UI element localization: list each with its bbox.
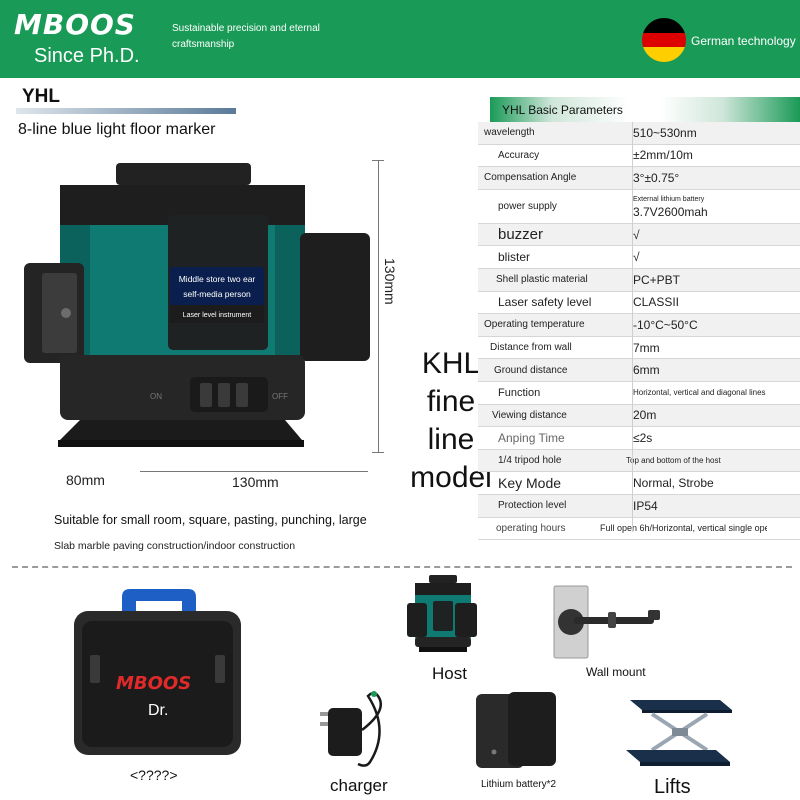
case-dr-text: Dr. xyxy=(148,702,169,719)
lifts-image xyxy=(626,700,732,766)
table-row: Operating temperature-10°C~50°C xyxy=(478,314,800,337)
table-row: power supply External lithium battery 3.… xyxy=(478,190,800,224)
slab-text: Slab marble paving construction/indoor c… xyxy=(54,540,296,552)
sticker-line1: Middle store two ear xyxy=(179,274,256,284)
sticker-line3: Laser level instrument xyxy=(183,312,252,319)
battery-label: Lithium battery*2 xyxy=(481,779,557,790)
table-row: Anping Time≤2s xyxy=(478,427,800,450)
brand-logo: MBOOS xyxy=(14,8,136,41)
battery-image xyxy=(476,692,556,768)
host-label: Host xyxy=(432,664,467,683)
model-code: YHL xyxy=(22,86,60,107)
switch-off-label: OFF xyxy=(272,392,288,401)
case-label: <????> xyxy=(130,767,178,783)
model-big-text: KHL fine line model xyxy=(410,347,492,494)
height-dimension-line xyxy=(378,160,379,452)
table-row: Accuracy±2mm/10m xyxy=(478,145,800,168)
table-row: blister√ xyxy=(478,246,800,269)
depth-dimension-label: 80mm xyxy=(66,472,105,488)
case-brand-logo: MBOOS xyxy=(116,673,192,694)
product-subtitle: 8-line blue light floor marker xyxy=(18,121,216,138)
spec-table-header: YHL Basic Parameters xyxy=(490,97,800,125)
suitable-text: Suitable for small room, square, pasting… xyxy=(54,513,367,527)
german-flag-icon xyxy=(642,18,686,62)
since-text: Since Ph.D. xyxy=(34,45,140,67)
width-dimension-label: 130mm xyxy=(232,474,279,490)
sticker-line2: self-media person xyxy=(183,289,251,299)
width-dimension-line xyxy=(140,471,368,472)
german-technology-text: German technology xyxy=(691,34,796,48)
host-image xyxy=(407,575,477,652)
lifts-label: Lifts xyxy=(654,776,691,798)
header-banner: MBOOS Since Ph.D. Sustainable precision … xyxy=(0,0,800,78)
table-column-divider xyxy=(632,122,633,532)
laser-level-image: Middle store two ear self-media person L… xyxy=(24,163,370,447)
switch-on-label: ON xyxy=(150,392,162,401)
section-separator xyxy=(12,566,792,568)
wall-mount-label: Wall mount xyxy=(586,665,646,679)
table-row: buzzer√ xyxy=(478,223,800,247)
wall-mount-image xyxy=(553,585,660,659)
carrying-case-image xyxy=(74,589,241,755)
tagline: Sustainable precision and eternal crafts… xyxy=(172,23,320,50)
height-dimension-label: 130mm xyxy=(382,258,398,305)
power-note: External lithium battery xyxy=(633,196,705,204)
charger-label: charger xyxy=(330,776,388,795)
title-underline xyxy=(16,108,236,114)
charger-image xyxy=(320,691,382,767)
